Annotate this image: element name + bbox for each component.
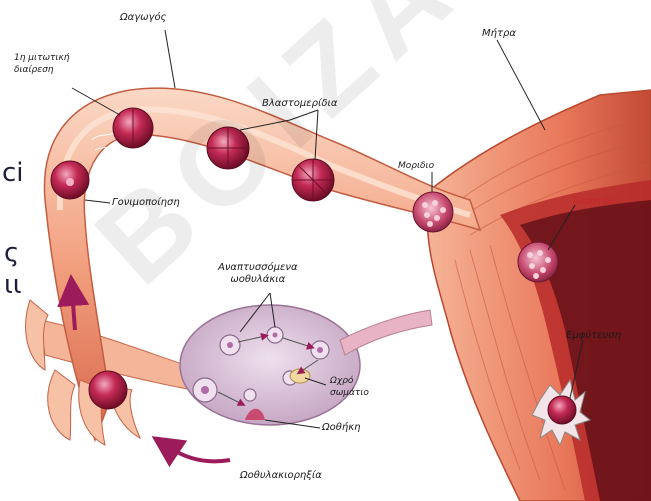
label-implantation: Εμφύτευση (566, 330, 621, 342)
label-morula: Μοριδιο (398, 160, 434, 172)
label-ovary: Ωοθήκη (322, 422, 360, 434)
label-ovulation: Ωοθυλακιορηξία (240, 470, 322, 482)
label-oviduct: Ωαγωγός (120, 12, 166, 24)
egg-at-fimbriae (89, 371, 127, 409)
ovulation-arrow (165, 445, 230, 461)
label-uterus: Μήτρα (482, 28, 516, 40)
ovary-ligament (340, 310, 432, 355)
edge-text-3: ιι (4, 270, 22, 300)
label-first-division: 1η μιτωτική διαίρεση (14, 52, 70, 76)
fertilized-egg-nucleus (66, 178, 74, 186)
label-blastocyst: Βλαστίδιο (573, 196, 619, 208)
label-blastomeres: Βλαστομερίδια (262, 98, 337, 110)
ovary (180, 305, 360, 425)
label-corpus-luteum: Ωχρό σωμάτιο (330, 375, 369, 399)
edge-text-2: ς (4, 238, 19, 268)
morula-cell (413, 192, 453, 232)
edge-text-1: ci (2, 158, 24, 188)
label-fertilization: Γονιμοποίηση (112, 197, 180, 209)
label-developing-follicles: Αναπτυσσόμενα ωοθυλάκια (218, 262, 298, 286)
corpus-luteum (290, 369, 310, 383)
